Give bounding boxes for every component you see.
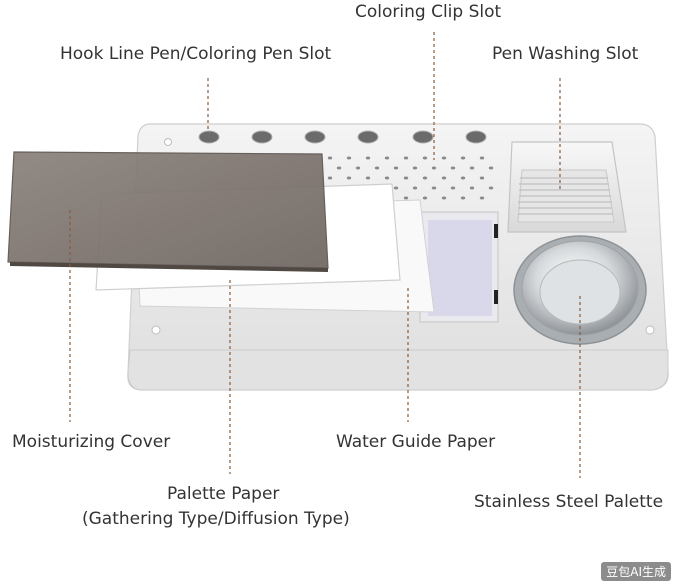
clip-hole <box>384 156 390 160</box>
clip-hole <box>393 166 399 170</box>
palette-paper-label: Palette Paper <box>167 484 280 504</box>
clip-hole <box>431 186 437 190</box>
clip-hole <box>412 186 418 190</box>
hook-line-pen-slot-label: Hook Line Pen/Coloring Pen Slot <box>60 44 332 64</box>
watermark-stamp: 豆包AI生成 <box>601 562 671 581</box>
clip-hole <box>479 176 485 180</box>
moisturizing-cover-label: Moisturizing Cover <box>12 432 171 452</box>
clip-hole <box>403 196 409 200</box>
clip-hole <box>488 166 494 170</box>
clip-hole <box>422 156 428 160</box>
clip-hole <box>365 156 371 160</box>
clip-hole <box>460 176 466 180</box>
clip-hole <box>365 176 371 180</box>
palette-paper-type-label: (Gathering Type/Diffusion Type) <box>82 509 350 529</box>
stainless-steel-palette <box>513 235 647 345</box>
clip-hole <box>327 176 333 180</box>
clip-hole <box>431 166 437 170</box>
pen-washing-slot-label: Pen Washing Slot <box>492 44 639 64</box>
clip-hole <box>469 186 475 190</box>
clip-hole <box>327 156 333 160</box>
pen-washing-slot <box>507 141 627 233</box>
coloring-clip-slot-label: Coloring Clip Slot <box>355 2 502 22</box>
clip-hole <box>441 156 447 160</box>
clip-hole <box>469 166 475 170</box>
clip-hole <box>412 166 418 170</box>
clip-hole <box>460 156 466 160</box>
clip-hole <box>441 176 447 180</box>
stainless-steel-palette-label: Stainless Steel Palette <box>474 492 664 512</box>
clip-hole <box>422 176 428 180</box>
clip-hole <box>384 176 390 180</box>
water-guide-well <box>419 211 499 323</box>
clip-hole <box>441 196 447 200</box>
clip-hole <box>393 186 399 190</box>
clip-hole <box>479 156 485 160</box>
clip-hole <box>460 196 466 200</box>
leader-lines <box>69 32 581 478</box>
clip-hole <box>488 186 494 190</box>
clip-hole <box>346 156 352 160</box>
moisturizing-cover <box>7 151 329 272</box>
clip-hole <box>374 166 380 170</box>
clip-hole <box>403 156 409 160</box>
clip-hole <box>355 166 361 170</box>
clip-hole <box>346 176 352 180</box>
clip-hole <box>403 176 409 180</box>
clip-hole <box>422 196 428 200</box>
clip-hole <box>479 196 485 200</box>
clip-hole <box>450 186 456 190</box>
clip-hole <box>336 166 342 170</box>
water-guide-paper-label: Water Guide Paper <box>336 432 496 452</box>
clip-hole <box>450 166 456 170</box>
pen-slots <box>198 130 487 144</box>
